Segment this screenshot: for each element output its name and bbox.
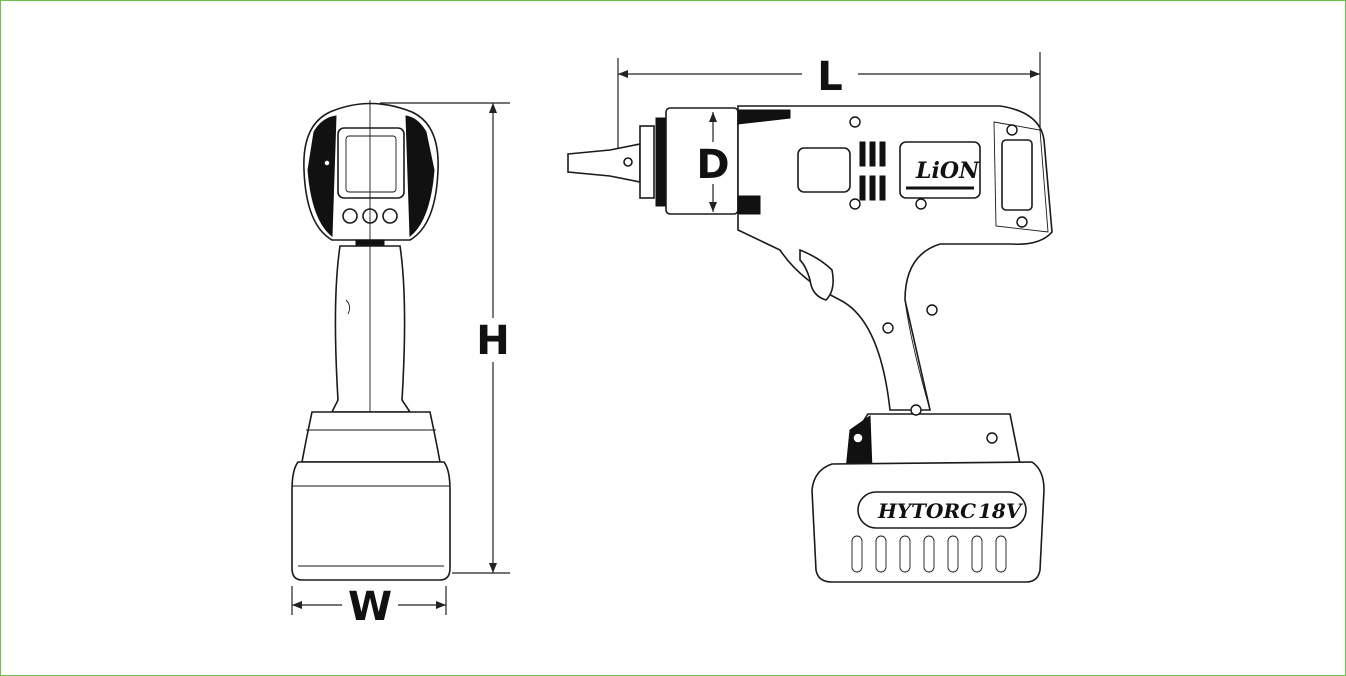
screw-icon (849, 198, 861, 210)
front-indicator-led (323, 159, 331, 167)
screw-icon (1006, 124, 1018, 136)
front-view (291, 100, 451, 581)
diameter-label: D (696, 142, 729, 188)
side-window (797, 147, 851, 193)
screw-icon (849, 116, 861, 128)
battery-brand: HYTORC (877, 499, 976, 523)
front-button-right[interactable] (382, 208, 398, 224)
length-label: L (817, 54, 843, 100)
body-top-rubber (737, 109, 791, 125)
width-dimension: W (291, 584, 447, 630)
width-label: W (348, 584, 392, 630)
height-label: H (476, 318, 509, 364)
screw-icon (986, 432, 998, 444)
front-head-rubber-right (405, 115, 435, 238)
front-grip (330, 245, 412, 413)
battery-ribs (851, 535, 1007, 573)
front-display-bezel (337, 127, 405, 199)
reaction-collar (655, 117, 667, 207)
front-button-left[interactable] (342, 208, 358, 224)
length-dimension: L (617, 52, 1041, 148)
lion-badge (899, 141, 981, 199)
screw-icon (852, 432, 864, 444)
front-battery-pack (291, 461, 451, 581)
trigger[interactable] (799, 248, 834, 301)
front-display (345, 135, 397, 193)
vents (859, 141, 886, 201)
front-head-rubber (307, 115, 337, 238)
lion-logo: LiON (915, 158, 980, 184)
diameter-dimension: D (696, 112, 730, 212)
screw-icon (915, 198, 927, 210)
body-lower-rubber (737, 195, 761, 215)
screw-icon (910, 404, 922, 416)
rear-cap (993, 121, 1049, 233)
reaction-arm (639, 125, 655, 199)
front-battery-top (301, 411, 441, 463)
height-dimension: H (380, 102, 510, 574)
rear-battery-window (1001, 139, 1033, 211)
screw-icon (1016, 216, 1028, 228)
battery-brand-plate (857, 491, 1027, 529)
screw-icon (926, 304, 938, 316)
screws (849, 116, 1028, 444)
battery-voltage: 18V (978, 499, 1024, 523)
side-view: LiON HYTORC 18V (567, 105, 1053, 583)
screw-icon (882, 322, 894, 334)
front-trigger-edge (345, 299, 351, 315)
